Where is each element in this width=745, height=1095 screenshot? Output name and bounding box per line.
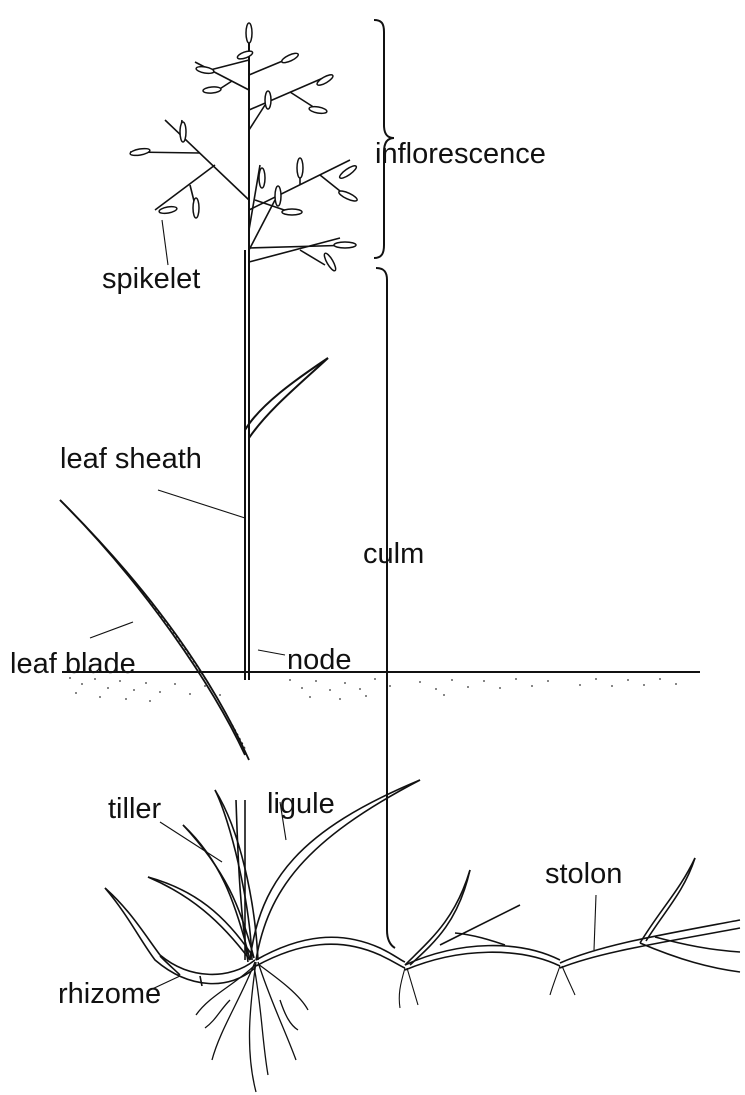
label-leaf-sheath: leaf sheath — [60, 445, 202, 474]
label-culm: culm — [363, 540, 424, 569]
label-stolon: stolon — [545, 860, 622, 889]
label-ligule: ligule — [267, 790, 335, 819]
soil-surface — [62, 672, 700, 702]
label-leaf-blade: leaf blade — [10, 650, 136, 679]
main-culm — [245, 28, 328, 680]
stolon-roots — [399, 966, 575, 1008]
label-rhizome: rhizome — [58, 980, 161, 1009]
label-spikelet: spikelet — [102, 265, 200, 294]
label-tiller: tiller — [108, 795, 161, 824]
label-node: node — [287, 646, 352, 675]
roots — [196, 962, 308, 1092]
leaf-blade-shape — [60, 500, 249, 760]
leader-lines — [90, 220, 596, 990]
stolon-shape — [256, 858, 740, 972]
label-inflorescence: inflorescence — [375, 140, 546, 169]
culm-bracket — [376, 268, 395, 948]
